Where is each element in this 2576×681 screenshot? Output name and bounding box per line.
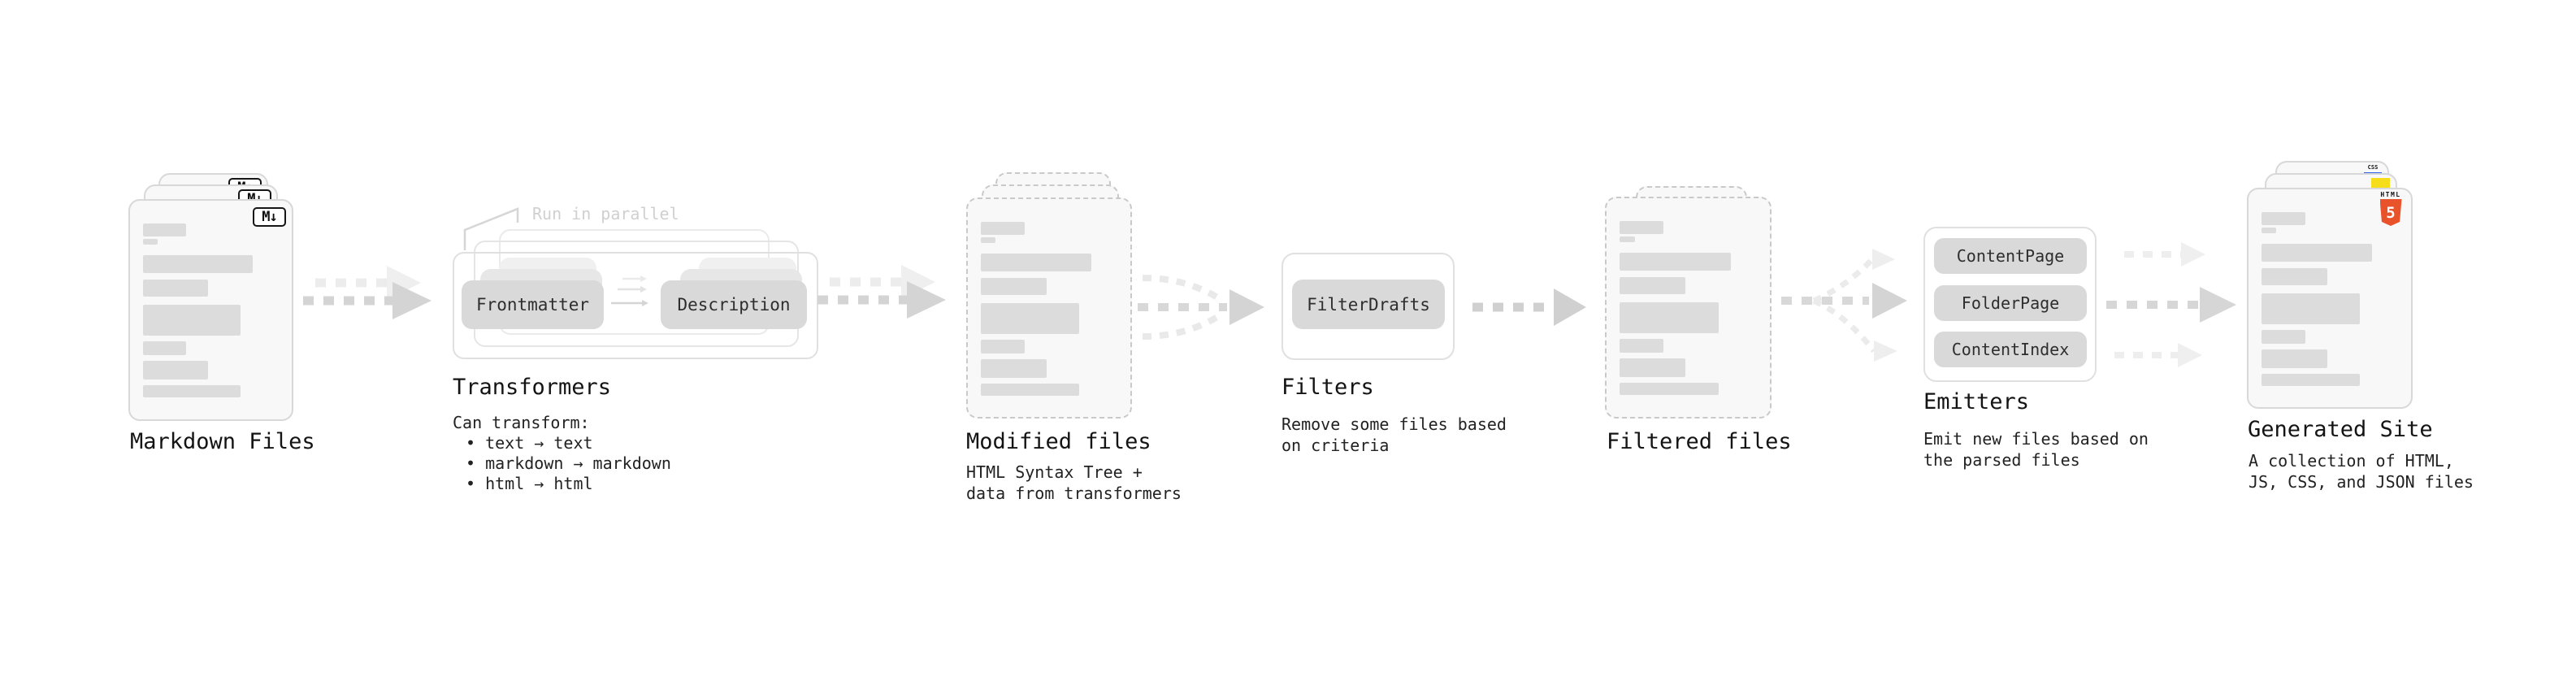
placeholder-bar [1620,339,1664,353]
triple-dashed-arrow-icon [2106,242,2236,367]
document-content-placeholder [1620,221,1757,395]
emitters-description: Emit new files based on the parsed files [1923,429,2149,470]
frontmatter-pill: Frontmatter [462,280,604,329]
placeholder-bar [981,303,1079,334]
placeholder-bar [2262,244,2373,262]
double-dashed-arrow-icon [817,265,946,319]
placeholder-bar [1620,277,1686,294]
placeholder-bar [143,361,209,380]
document-content-placeholder [981,222,1117,396]
placeholder-bar [2262,349,2327,368]
transformers-description: Can transform: • text → text • markdown … [453,413,671,494]
description-pill: Description [661,280,807,329]
transform-step-arrows-icon [611,275,648,306]
filterdrafts-pill: FilterDrafts [1292,280,1445,329]
placeholder-bar [143,239,158,245]
filters-title: Filters [1281,375,1374,400]
placeholder-bar [1620,236,1635,242]
document-content-placeholder [143,223,279,397]
transform-bullet: • text → text [466,433,593,453]
placeholder-bar [143,305,241,336]
transformers-desc-heading: Can transform: [453,413,590,432]
contentindex-pill: ContentIndex [1934,332,2087,367]
placeholder-bar [2262,268,2327,285]
placeholder-bar [143,223,187,236]
placeholder-bar [981,254,1092,271]
javascript-badge-icon [2371,178,2390,189]
html5-shield: 5 [2379,199,2402,226]
placeholder-bar [143,385,241,397]
placeholder-bar [981,237,996,243]
placeholder-bar [2262,374,2360,386]
filtered-file-card-front [1605,197,1772,419]
placeholder-bar [143,341,187,355]
transform-bullet: • html → html [466,474,593,493]
placeholder-bar [981,384,1079,396]
placeholder-bar [1620,221,1664,234]
generated-site-description: A collection of HTML, JS, CSS, and JSON … [2249,451,2474,492]
placeholder-bar [981,359,1047,378]
markdown-files-label: Markdown Files [130,429,315,454]
document-content-placeholder [2262,212,2398,386]
placeholder-bar [981,222,1025,235]
modified-files-title: Modified files [966,429,1151,454]
placeholder-bar [2262,293,2360,324]
callout-line-icon [463,207,519,250]
generated-site-title: Generated Site [2248,417,2433,442]
filtered-files-title: Filtered files [1607,429,1792,454]
generated-file-card-front: HTML 5 [2247,188,2413,409]
converge-arrow-icon [1138,275,1264,340]
placeholder-bar [1620,302,1719,333]
placeholder-bar [1620,253,1731,271]
html5-logo-text: HTML [2380,191,2401,198]
single-dashed-arrow-icon [1472,288,1586,326]
double-dashed-arrow-icon [303,266,432,319]
transformers-title: Transformers [453,375,612,400]
markdown-file-card-front: M↓ [128,199,293,421]
transform-bullet: • markdown → markdown [466,453,671,473]
placeholder-bar [143,255,254,273]
contentpage-pill: ContentPage [1934,238,2087,274]
html5-logo-icon: HTML 5 [2379,191,2403,226]
filters-description: Remove some files based on criteria [1281,414,1507,455]
placeholder-bar [2262,228,2277,233]
placeholder-bar [1620,358,1686,377]
placeholder-bar [1620,383,1719,395]
placeholder-bar [2262,212,2305,225]
placeholder-bar [143,280,209,297]
markdown-badge-icon: M↓ [253,207,286,227]
placeholder-bar [981,340,1025,354]
modified-files-description: HTML Syntax Tree + data from transformer… [966,462,1182,503]
transformer-box-front [453,252,818,359]
modified-file-card-front [966,197,1132,419]
placeholder-bar [2262,330,2305,344]
placeholder-bar [981,278,1047,295]
emitters-title: Emitters [1923,389,2030,414]
diverge-arrow-icon [1781,249,1907,362]
run-in-parallel-note: Run in parallel [532,204,679,223]
folderpage-pill: FolderPage [1934,285,2087,321]
